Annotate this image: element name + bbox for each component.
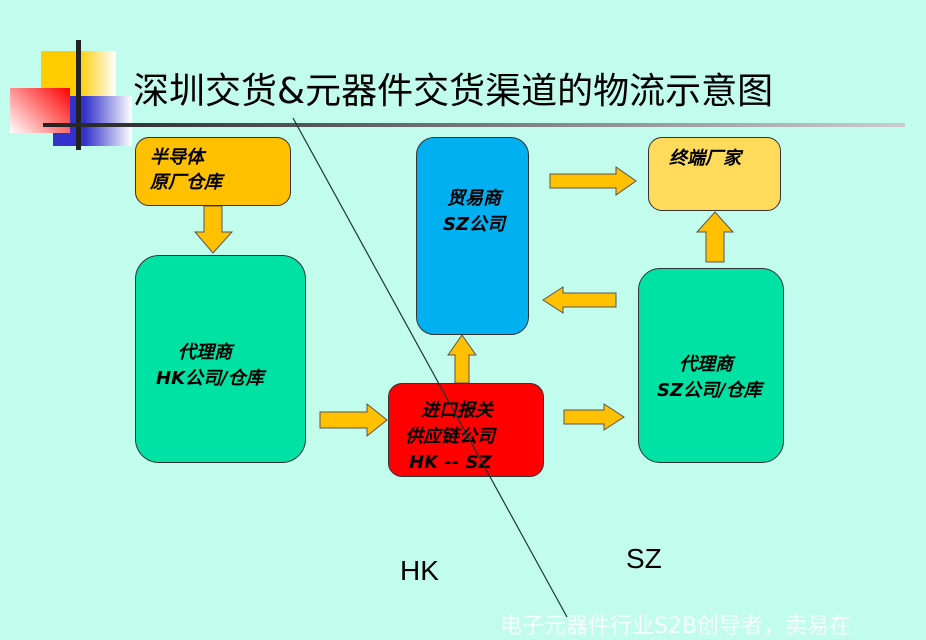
arrow-right-icon xyxy=(319,402,388,438)
region-label-sz: SZ xyxy=(626,543,662,574)
node-label: 原厂仓库 xyxy=(150,172,222,193)
node-hk-agent: 代理商 HK公司/仓库 xyxy=(135,255,306,463)
slide-title: 深圳交货&元器件交货渠道的物流示意图 xyxy=(133,71,774,112)
arrow-left-icon xyxy=(542,286,617,314)
arrow-up-icon xyxy=(447,334,477,384)
node-origin-warehouse: 半导体 原厂仓库 xyxy=(135,137,291,206)
node-trader: 贸易商 SZ公司 xyxy=(416,137,529,335)
arrow-right-icon xyxy=(549,166,637,196)
node-label: SZ公司/仓库 xyxy=(657,380,762,401)
node-label: 代理商 xyxy=(178,342,232,363)
node-label: 半导体 xyxy=(150,147,204,168)
node-label: 贸易商 xyxy=(447,188,501,209)
node-sz-agent: 代理商 SZ公司/仓库 xyxy=(638,268,784,463)
hk-sz-border-line xyxy=(292,117,568,618)
arrow-down-icon xyxy=(193,205,234,254)
node-label: 供应链公司 xyxy=(405,426,495,447)
node-label: 代理商 xyxy=(679,354,733,375)
node-customs: 进口报关 供应链公司 HK -- SZ xyxy=(388,383,544,477)
node-label: SZ公司 xyxy=(443,214,506,235)
node-label: 终端厂家 xyxy=(669,148,741,169)
region-label-hk: HK xyxy=(400,555,439,586)
node-end-factory: 终端厂家 xyxy=(648,137,781,211)
node-label: 进口报关 xyxy=(421,400,493,421)
node-label: HK公司/仓库 xyxy=(156,368,264,389)
node-label: HK -- SZ xyxy=(409,452,492,473)
watermark: 电子元器件行业S2B创导者，卖易在 xyxy=(500,614,852,639)
arrow-right-icon xyxy=(563,403,625,431)
arrow-up-icon xyxy=(695,211,735,263)
diagram-connectors xyxy=(193,166,735,438)
